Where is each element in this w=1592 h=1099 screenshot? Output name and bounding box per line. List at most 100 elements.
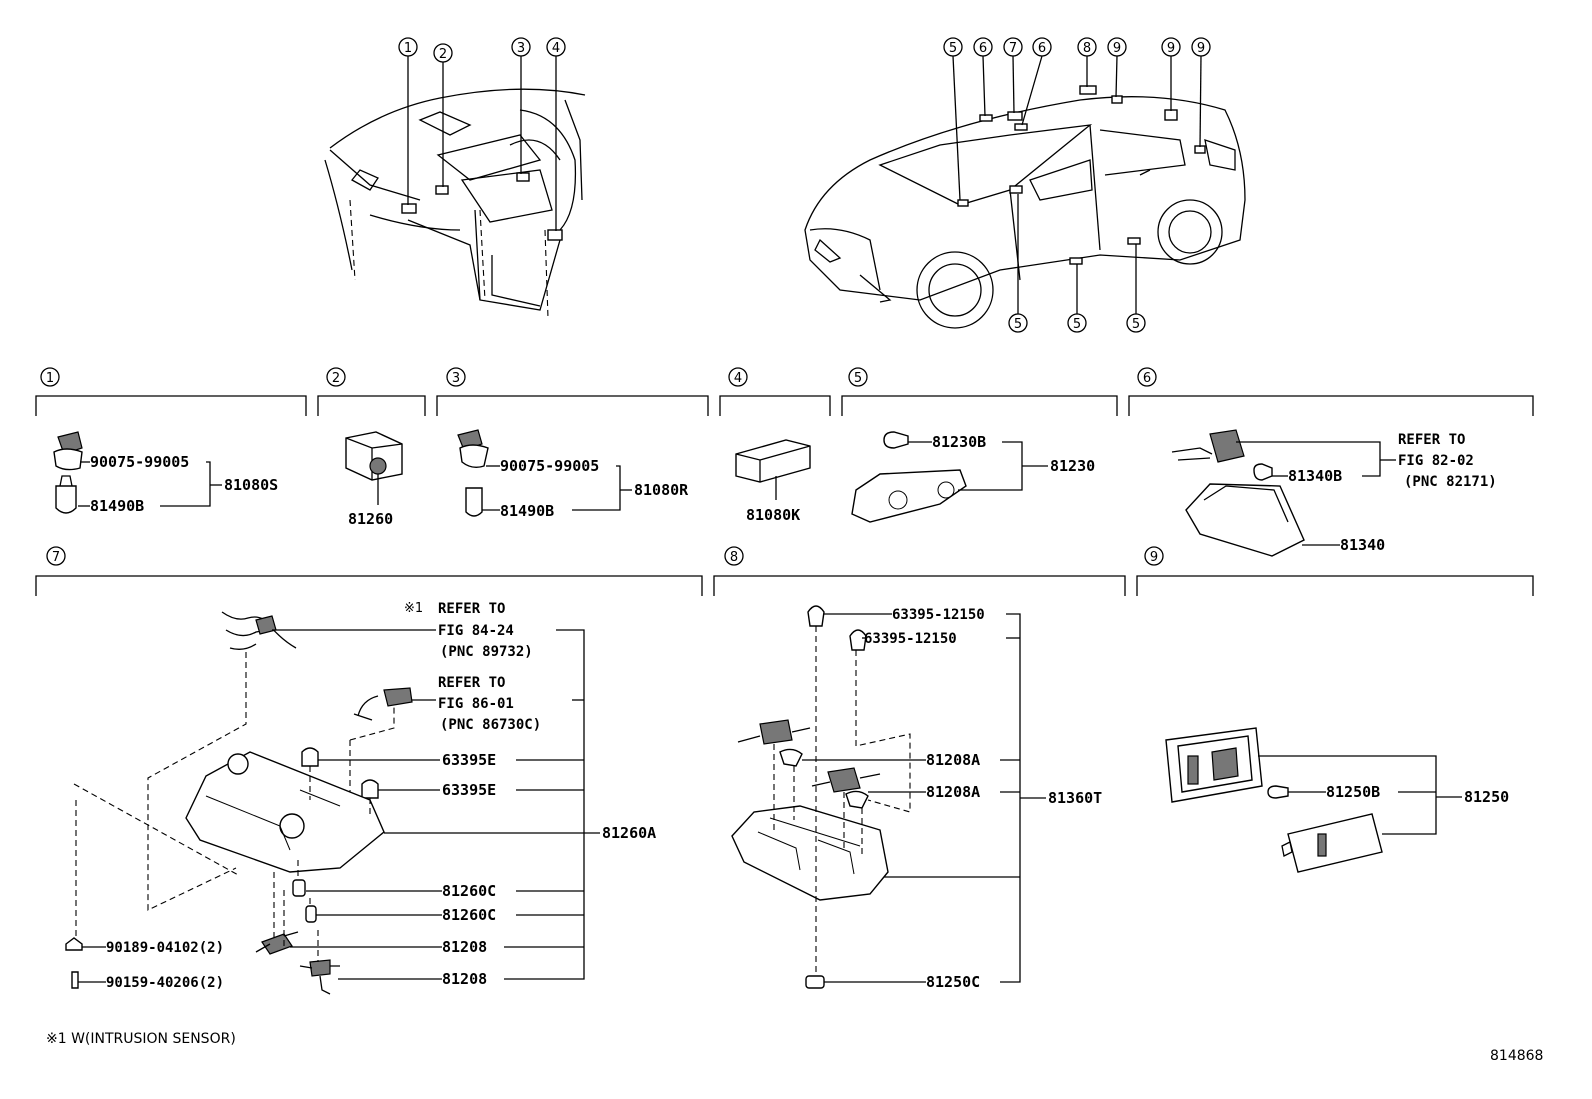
part-number-63395-12150: 63395-12150 xyxy=(864,631,957,647)
refer-pnc-text: (PNC 89732) xyxy=(440,644,533,660)
section-brackets: 1 2 3 4 5 6 7 8 9 xyxy=(35,367,1534,596)
part-number-81260c: 81260C xyxy=(442,906,496,924)
bulb-icon xyxy=(1267,785,1289,799)
screw-icon xyxy=(65,937,83,989)
assembly-number-81080s: 81080S xyxy=(224,476,278,494)
assembly-number-81080r: 81080R xyxy=(634,481,689,499)
callout-8: 8 xyxy=(1083,41,1091,56)
section-number-5: 5 xyxy=(854,371,862,386)
part-number-81230b: 81230B xyxy=(932,433,986,451)
refer-pnc-text: (PNC 82171) xyxy=(1404,474,1497,490)
section-1: 90075-99005 81490B 81080S xyxy=(53,431,278,515)
part-number-81080k: 81080K xyxy=(746,506,800,524)
part-number-81250b: 81250B xyxy=(1326,783,1380,801)
callout-5: 5 xyxy=(1073,317,1081,332)
section-number-3: 3 xyxy=(452,371,460,386)
assembly-number-81230: 81230 xyxy=(1050,457,1095,475)
section-number-8: 8 xyxy=(730,550,738,565)
section-3: 90075-99005 81490B 81080R xyxy=(457,429,689,520)
lamp-lens-icon xyxy=(1185,483,1305,557)
section-7: ※1 REFER TO FIG 84-24 (PNC 89732) REFER … xyxy=(65,601,656,995)
assembly-number-81260a: 81260A xyxy=(602,824,656,842)
part-number-81340b: 81340B xyxy=(1288,467,1342,485)
vehicle-overview xyxy=(804,55,1246,329)
refer-fig-text: FIG 84-24 xyxy=(438,623,514,639)
section-8: 63395-12150 63395-12150 81208A 81208A 81… xyxy=(731,605,1102,991)
part-number-81490b: 81490B xyxy=(90,497,144,515)
part-number-90189-04102: 90189-04102(2) xyxy=(106,940,224,956)
part-number-81208: 81208 xyxy=(442,970,487,988)
lamp-bracket-icon xyxy=(255,931,340,995)
section-number-2: 2 xyxy=(332,371,340,386)
part-number-63395-12150: 63395-12150 xyxy=(892,607,985,623)
relay-icon xyxy=(735,439,811,483)
clip-icon xyxy=(301,747,379,799)
callout-4: 4 xyxy=(552,41,560,56)
bulb-icon xyxy=(55,475,77,514)
sensor-icon xyxy=(345,431,403,481)
callout-3: 3 xyxy=(517,41,525,56)
part-number-81208a: 81208A xyxy=(926,751,980,769)
part-number-81250c: 81250C xyxy=(926,973,980,991)
section-2: 81260 xyxy=(345,431,403,528)
assembly-number-81250: 81250 xyxy=(1464,788,1509,806)
vehicle-callouts: 5 6 7 6 8 9 9 9 5 5 5 xyxy=(943,37,1211,333)
connector-icon xyxy=(353,687,413,721)
vanity-lamp-icon xyxy=(1165,727,1263,803)
section-number-4: 4 xyxy=(734,371,742,386)
lens-cover-icon xyxy=(1281,813,1383,873)
part-number-81490b: 81490B xyxy=(500,502,554,520)
bulb-icon xyxy=(292,879,317,923)
callout-9: 9 xyxy=(1113,41,1121,56)
part-number-81208a: 81208A xyxy=(926,783,980,801)
part-number-63395e: 63395E xyxy=(442,781,496,799)
section-number-7: 7 xyxy=(52,550,60,565)
console-housing-icon xyxy=(731,805,889,901)
connector-socket-icon xyxy=(1171,429,1245,463)
part-number-90075-99005: 90075-99005 xyxy=(500,457,599,475)
bulb-socket-icon xyxy=(53,431,83,471)
callout-5: 5 xyxy=(1014,317,1022,332)
refer-fig-text: FIG 86-01 xyxy=(438,696,514,712)
figure-id: 814868 xyxy=(1490,1048,1543,1064)
section-9: 81250B 81250 xyxy=(1165,727,1509,873)
callout-1: 1 xyxy=(404,41,412,56)
lamp-housing-icon xyxy=(851,469,967,523)
note-marker: ※1 xyxy=(404,601,423,616)
section-number-1: 1 xyxy=(46,371,54,386)
footnote: ※1 W(INTRUSION SENSOR) xyxy=(46,1031,236,1047)
assembly-number-81360t: 81360T xyxy=(1048,789,1102,807)
part-number-81260: 81260 xyxy=(348,510,393,528)
section-6: 81340B 81340 REFER TO FIG 82-02 (PNC 821… xyxy=(1171,429,1497,557)
callout-2: 2 xyxy=(439,47,447,62)
callout-6: 6 xyxy=(979,41,987,56)
lamp-bracket-icon xyxy=(737,719,881,809)
bulb-socket-icon xyxy=(457,429,489,469)
bulb-icon xyxy=(465,487,483,517)
bulb-icon xyxy=(805,975,825,989)
part-number-81208: 81208 xyxy=(442,938,487,956)
refer-pnc-text: (PNC 86730C) xyxy=(440,717,541,733)
wire-harness-icon xyxy=(221,611,297,650)
part-number-81260c: 81260C xyxy=(442,882,496,900)
refer-to-text: REFER TO xyxy=(438,675,505,691)
part-number-90075-99005: 90075-99005 xyxy=(90,453,189,471)
part-number-81340: 81340 xyxy=(1340,536,1385,554)
part-number-63395e: 63395E xyxy=(442,751,496,769)
section-4: 81080K xyxy=(735,439,811,524)
refer-to-text: REFER TO xyxy=(1398,432,1465,448)
bulb-icon xyxy=(1253,463,1273,481)
clip-icon xyxy=(807,605,867,651)
section-number-6: 6 xyxy=(1143,371,1151,386)
section-number-9: 9 xyxy=(1150,550,1158,565)
callout-9: 9 xyxy=(1197,41,1205,56)
part-number-90159-40206: 90159-40206(2) xyxy=(106,975,224,991)
interior-callouts: 1 2 3 4 xyxy=(398,37,566,63)
refer-to-text: REFER TO xyxy=(438,601,505,617)
callout-5: 5 xyxy=(1132,317,1140,332)
callout-9: 9 xyxy=(1167,41,1175,56)
map-lamp-housing-icon xyxy=(185,751,385,873)
bulb-icon xyxy=(883,431,909,449)
section-5: 81230B 81230 xyxy=(851,431,1095,523)
